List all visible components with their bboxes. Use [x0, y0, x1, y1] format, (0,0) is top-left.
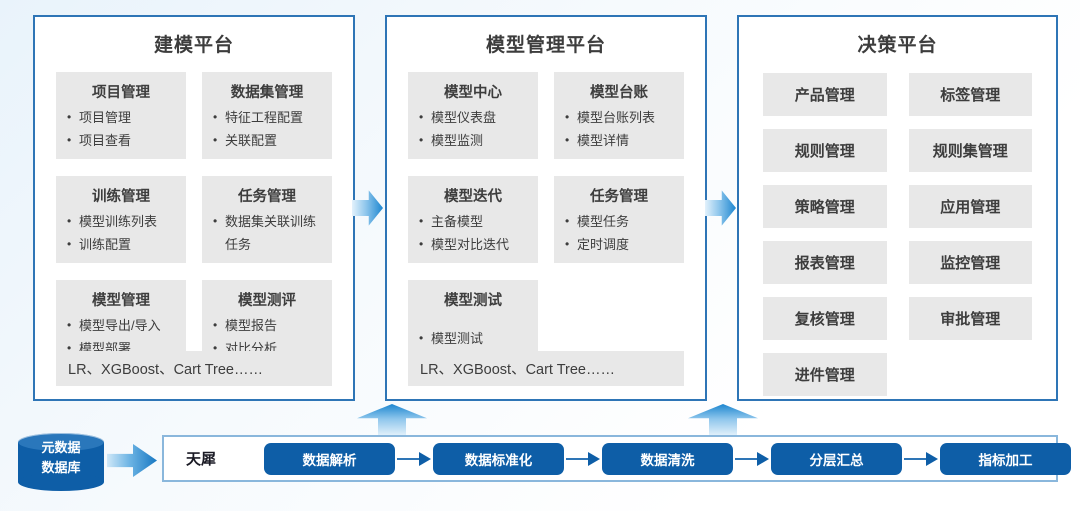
module-item: 定时调度: [562, 234, 676, 257]
tile-monitor-mgmt: 监控管理: [908, 241, 1032, 284]
module-item: 数据集关联训练任务: [210, 211, 324, 257]
module-item: 模型仪表盘: [416, 107, 530, 130]
module-item: 模型监测: [416, 130, 530, 153]
module-item: 模型台账列表: [562, 107, 676, 130]
panel-decision-platform: 决策平台 产品管理 标签管理 规则管理 规则集管理 策略管理 应用管理 报表管理…: [737, 15, 1058, 401]
module-item-list: 模型训练列表 训练配置: [64, 211, 178, 257]
flow-arrow-right-icon: [352, 190, 383, 226]
flow-arrow-right-icon: [705, 190, 736, 226]
module-item-list: 模型测试: [416, 328, 530, 351]
module-card-project-mgmt: 项目管理 项目管理 项目查看: [56, 72, 186, 159]
module-card-model-center: 模型中心 模型仪表盘 模型监测: [408, 72, 538, 159]
modeling-card-grid: 项目管理 项目管理 项目查看 数据集管理 特征工程配置 关联配置 训练管理 模型…: [35, 72, 353, 367]
metadata-database-label-line1: 元数据: [41, 440, 81, 455]
module-item-list: 主备模型 模型对比迭代: [416, 211, 530, 257]
panel-title-decision: 决策平台: [857, 35, 938, 56]
panel-model-management-platform: 模型管理平台 模型中心 模型仪表盘 模型监测 模型台账 模型台账列表 模型详情 …: [385, 15, 707, 401]
tile-ruleset-mgmt: 规则集管理: [908, 129, 1032, 172]
module-card-model-ledger: 模型台账 模型台账列表 模型详情: [554, 72, 684, 159]
panel-modeling-platform: 建模平台 项目管理 项目管理 项目查看 数据集管理 特征工程配置 关联配置 训练…: [33, 15, 355, 401]
empty-grid-cell: [909, 353, 1033, 396]
module-card-title: 项目管理: [92, 85, 150, 101]
model-mgmt-card-grid: 模型中心 模型仪表盘 模型监测 模型台账 模型台账列表 模型详情 模型迭代 主备…: [387, 72, 705, 367]
tile-rule-mgmt: 规则管理: [763, 129, 887, 172]
module-card-title: 模型测评: [238, 293, 296, 309]
module-item: 模型测试: [416, 328, 530, 351]
module-item: 特征工程配置: [210, 107, 324, 130]
module-card-title: 任务管理: [590, 189, 648, 205]
module-item-list: 数据集关联训练任务: [210, 211, 324, 257]
module-card-task-mgmt-model: 任务管理 模型任务 定时调度: [554, 176, 684, 263]
panel-title-model-management: 模型管理平台: [485, 35, 606, 56]
module-card-title: 模型迭代: [444, 189, 502, 205]
module-item: 项目管理: [64, 107, 178, 130]
module-card-model-iteration: 模型迭代 主备模型 模型对比迭代: [408, 176, 538, 263]
pipeline-step-indicator-processing: 指标加工: [940, 442, 1072, 475]
pipeline-connector-arrow-icon: [566, 451, 601, 466]
panel-title-modeling: 建模平台: [153, 35, 234, 56]
tile-report-mgmt: 报表管理: [763, 241, 887, 284]
database-flow-arrow-icon: [107, 444, 157, 477]
module-card-task-mgmt-modeling: 任务管理 数据集关联训练任务: [202, 176, 332, 263]
module-card-title: 模型测试: [444, 293, 502, 309]
module-item: 模型训练列表: [64, 211, 178, 234]
module-card-training-mgmt: 训练管理 模型训练列表 训练配置: [56, 176, 186, 263]
pipeline-step-data-cleaning: 数据清洗: [602, 442, 734, 475]
pipeline-step-layered-aggregation: 分层汇总: [771, 442, 903, 475]
tile-review-mgmt: 复核管理: [763, 297, 887, 340]
tile-label-mgmt: 标签管理: [908, 73, 1032, 116]
module-item: 模型对比迭代: [416, 234, 530, 257]
module-card-title: 训练管理: [92, 189, 150, 205]
tile-approval-mgmt: 审批管理: [908, 297, 1032, 340]
module-item: 模型导出/导入: [64, 315, 178, 338]
module-item: 项目查看: [64, 130, 178, 153]
module-item: 关联配置: [210, 130, 324, 153]
module-card-title: 任务管理: [238, 189, 296, 205]
module-item-list: 模型台账列表 模型详情: [562, 107, 676, 153]
module-item: 主备模型: [416, 211, 530, 234]
flow-arrow-up-icon: [357, 404, 427, 437]
module-item: 模型详情: [562, 130, 676, 153]
module-item-list: 项目管理 项目查看: [64, 107, 178, 153]
tile-product-mgmt: 产品管理: [763, 73, 887, 116]
module-item: 模型报告: [210, 315, 324, 338]
module-item: 模型任务: [562, 211, 676, 234]
tile-application-mgmt: 应用管理: [908, 185, 1032, 228]
metadata-database-icon: 元数据 数据库: [18, 433, 104, 491]
pipeline-step-data-parsing: 数据解析: [264, 442, 396, 475]
module-card-title: 模型管理: [92, 293, 150, 309]
engine-label: 天犀: [186, 451, 217, 468]
pipeline-connector-arrow-icon: [735, 451, 770, 466]
module-card-title: 模型中心: [444, 85, 502, 101]
pipeline-connector-arrow-icon: [397, 451, 432, 466]
module-item: 训练配置: [64, 234, 178, 257]
flow-arrow-up-icon: [688, 404, 758, 437]
decision-tile-grid: 产品管理 标签管理 规则管理 规则集管理 策略管理 应用管理 报表管理 监控管理…: [739, 73, 1056, 396]
module-card-title: 模型台账: [590, 85, 648, 101]
tile-intake-mgmt: 进件管理: [763, 353, 887, 396]
module-item-list: 特征工程配置 关联配置: [210, 107, 324, 153]
metadata-database-label-line2: 数据库: [41, 460, 81, 476]
metadata-database-label: 元数据 数据库: [18, 438, 104, 478]
module-item-list: 模型仪表盘 模型监测: [416, 107, 530, 153]
algorithm-strip-model-mgmt: LR、XGBoost、Cart Tree……: [408, 351, 684, 386]
module-item-list: 模型任务 定时调度: [562, 211, 676, 257]
module-card-dataset-mgmt: 数据集管理 特征工程配置 关联配置: [202, 72, 332, 159]
algorithm-strip-modeling: LR、XGBoost、Cart Tree……: [56, 351, 332, 386]
pipeline-connector-arrow-icon: [904, 451, 939, 466]
data-pipeline-bar: 天犀 数据解析 数据标准化 数据清洗 分层汇总 指标加工: [162, 435, 1072, 482]
module-card-title: 数据集管理: [230, 85, 304, 101]
pipeline-step-data-standardization: 数据标准化: [433, 442, 565, 475]
tile-strategy-mgmt: 策略管理: [763, 185, 887, 228]
